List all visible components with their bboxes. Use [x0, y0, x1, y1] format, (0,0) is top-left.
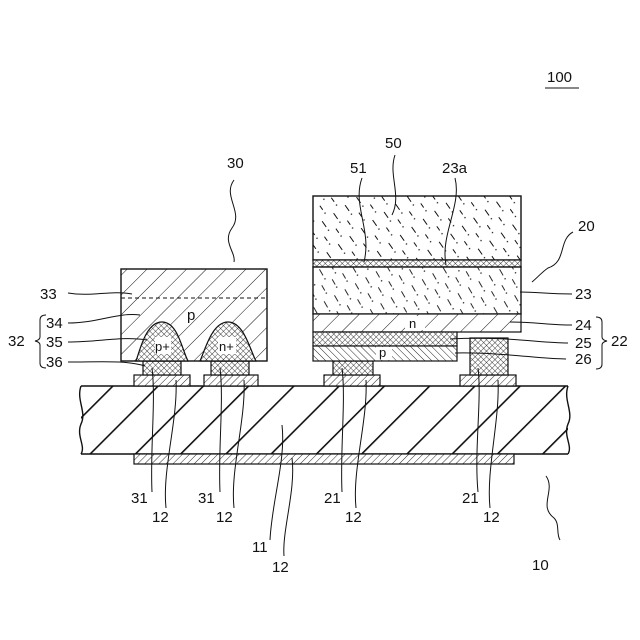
ref-23: 23	[575, 286, 592, 303]
bottom-pad	[134, 454, 514, 464]
top-pad-2	[204, 375, 258, 386]
ref-10: 10	[532, 557, 549, 574]
top-pad-1	[134, 375, 190, 386]
ref-24: 24	[575, 317, 592, 334]
ref-31-b: 31	[198, 490, 215, 507]
sensor-electrode-2	[211, 361, 249, 375]
sensor-n-plus-label: n+	[219, 339, 234, 354]
ref-11: 11	[252, 539, 268, 556]
ref-51: 51	[350, 160, 367, 177]
ref-33: 33	[40, 286, 57, 303]
converter-layer	[313, 196, 521, 260]
ref-12-e: 12	[272, 559, 289, 576]
led-bump-1	[333, 361, 373, 375]
substrate-body	[81, 386, 568, 454]
ref-100: 100	[547, 69, 572, 86]
bracket-32	[35, 315, 46, 368]
ref-26: 26	[575, 351, 592, 368]
sensor-p-plus-label: p+	[155, 339, 170, 354]
sensor-electrode-1	[143, 361, 181, 375]
ref-12-a: 12	[152, 509, 169, 526]
layer-25	[313, 332, 457, 346]
led-n-label: n	[409, 316, 416, 331]
leader-23	[520, 292, 572, 294]
leader-30	[228, 180, 235, 262]
layer-23	[313, 267, 521, 314]
ref-32: 32	[8, 333, 25, 350]
ref-12-c: 12	[345, 509, 362, 526]
ref-12-b: 12	[216, 509, 233, 526]
leader-36	[68, 362, 145, 366]
ref-25: 25	[575, 335, 592, 352]
ref-21-a: 21	[324, 490, 341, 507]
ref-34: 34	[46, 315, 63, 332]
leader-12-e	[284, 458, 293, 556]
ref-31-a: 31	[131, 490, 148, 507]
ref-23a: 23a	[442, 160, 468, 177]
leader-25	[450, 338, 568, 343]
leader-10	[546, 476, 560, 540]
ref-20: 20	[578, 218, 595, 235]
sensor-p-label: p	[187, 307, 195, 324]
led-p-label: p	[379, 345, 386, 360]
top-pad-4	[460, 375, 516, 386]
ref-22: 22	[611, 333, 628, 350]
bracket-22	[596, 317, 607, 369]
top-pad-3	[324, 375, 380, 386]
ref-35: 35	[46, 334, 63, 351]
leader-20	[532, 232, 573, 282]
ref-50: 50	[385, 135, 402, 152]
ref-36: 36	[46, 354, 63, 371]
ref-12-d: 12	[483, 509, 500, 526]
layer-51	[313, 260, 521, 267]
led-bump-2	[470, 338, 508, 375]
ref-21-b: 21	[462, 490, 479, 507]
ref-30: 30	[227, 155, 244, 172]
